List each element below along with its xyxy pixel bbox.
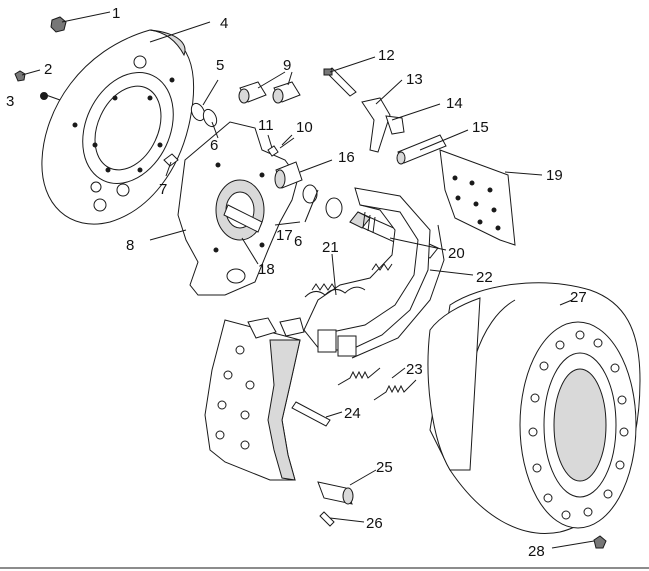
callout-28: 28 bbox=[528, 543, 545, 560]
clevis-pin-part-12 bbox=[323, 67, 357, 97]
callout-2: 2 bbox=[44, 61, 52, 78]
callout-4: 4 bbox=[220, 15, 228, 32]
bolt-part-28 bbox=[593, 535, 607, 549]
lever-part-13-14 bbox=[361, 97, 405, 153]
callout-18: 18 bbox=[258, 261, 275, 278]
callout-15: 15 bbox=[472, 119, 489, 136]
pin-part-26 bbox=[319, 511, 335, 527]
bolt-part-1 bbox=[50, 16, 67, 33]
callout-19: 19 bbox=[546, 167, 563, 184]
seal-rings-part-5-6 bbox=[190, 102, 218, 128]
callout-11: 11 bbox=[258, 117, 274, 134]
callout-27: 27 bbox=[570, 289, 587, 306]
camshaft-bushing-part-16 bbox=[274, 161, 343, 219]
callout-14: 14 bbox=[446, 95, 463, 112]
callout-17: 17 bbox=[276, 227, 293, 244]
bolt-part-2 bbox=[14, 70, 26, 82]
callout-13: 13 bbox=[406, 71, 423, 88]
callout-21: 21 bbox=[322, 239, 339, 256]
callout-3: 3 bbox=[6, 93, 14, 110]
roller-part-25 bbox=[317, 481, 354, 505]
brake-spider-bracket bbox=[177, 121, 299, 296]
fitting-part-7 bbox=[163, 153, 179, 167]
callout-23: 23 bbox=[406, 361, 423, 378]
callout-24: 24 bbox=[344, 405, 361, 422]
callout-22: 22 bbox=[476, 269, 493, 286]
callout-labels: 1 2 3 4 5 6 6 7 8 9 10 11 12 13 14 15 16… bbox=[6, 5, 587, 560]
callout-9: 9 bbox=[283, 57, 291, 74]
callout-8: 8 bbox=[126, 237, 134, 254]
callout-16: 16 bbox=[338, 149, 355, 166]
callout-5: 5 bbox=[216, 57, 224, 74]
callout-20: 20 bbox=[448, 245, 465, 262]
callout-26: 26 bbox=[366, 515, 383, 532]
callout-1: 1 bbox=[112, 5, 120, 22]
callout-7: 7 bbox=[159, 181, 167, 198]
brake-shoe-lower bbox=[204, 317, 305, 481]
return-spring-part-23 bbox=[337, 367, 417, 401]
callout-12: 12 bbox=[378, 47, 395, 64]
brake-shoe-upper bbox=[303, 187, 445, 359]
callout-10: 10 bbox=[296, 119, 313, 136]
anchor-pin-part-24 bbox=[291, 401, 331, 427]
callout-25: 25 bbox=[376, 459, 393, 476]
brake-drum-part-27 bbox=[427, 282, 641, 534]
callout-6a: 6 bbox=[210, 137, 218, 154]
dust-shield bbox=[41, 29, 195, 225]
nut-part-3 bbox=[40, 92, 48, 100]
brake-lining-part-19 bbox=[439, 149, 516, 246]
leader-lines bbox=[21, 11, 595, 549]
callout-6b: 6 bbox=[294, 233, 302, 250]
bushing-part-9 bbox=[238, 81, 301, 104]
